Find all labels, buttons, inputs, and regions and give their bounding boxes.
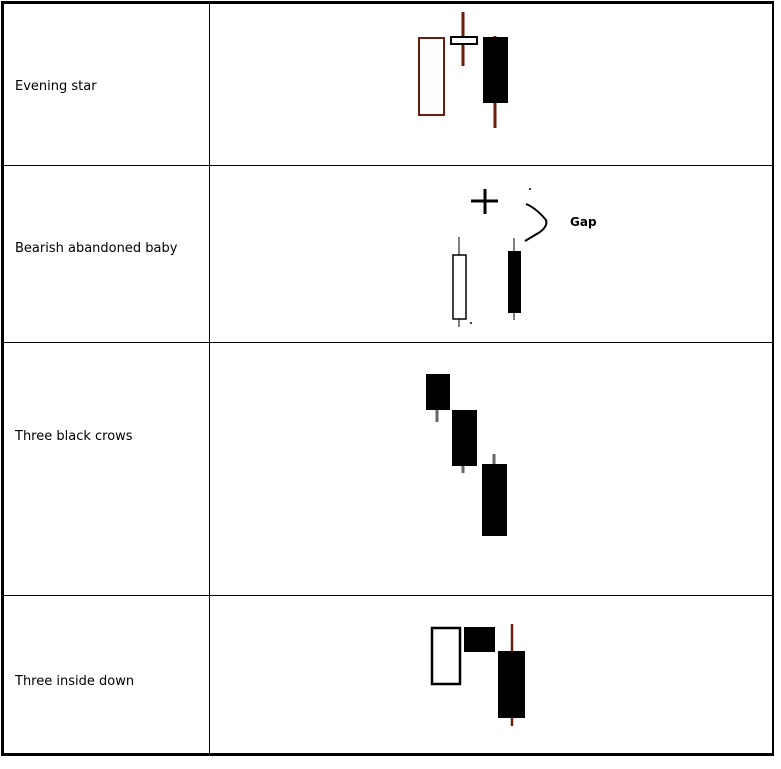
star-candle (450, 36, 478, 45)
bullish-candle (452, 254, 467, 320)
crow-3-candle (482, 464, 507, 536)
inside-bearish-candle (464, 627, 495, 652)
three-inside-down-pattern (430, 624, 525, 726)
crow-1-candle (426, 374, 450, 410)
gap-bracket (524, 203, 548, 242)
confirmation-candle (498, 651, 525, 718)
bullish-candle (430, 626, 462, 686)
table-row-bearish-abandoned-baby: Bearish abandoned baby (4, 166, 772, 343)
pattern-table: Evening star Bearish abandoned baby Thre… (1, 1, 774, 756)
column-divider (209, 4, 210, 753)
bearish-candle (483, 37, 508, 103)
pattern-label-three-inside-down: Three inside down (15, 674, 135, 689)
bearish-abandoned-baby-pattern: Gap (452, 188, 597, 327)
pattern-label-three-black-crows: Three black crows (15, 429, 133, 444)
table-row-three-black-crows: Three black crows (4, 343, 772, 596)
pattern-label-evening-star: Evening star (15, 79, 97, 94)
bullish-candle (418, 37, 445, 116)
three-black-crows-pattern (426, 374, 507, 536)
table-row-three-inside-down: Three inside down (4, 596, 772, 756)
pattern-label-bearish-abandoned-baby: Bearish abandoned baby (15, 241, 178, 256)
crow-2-candle (452, 410, 477, 466)
table-row-evening-star: Evening star (4, 4, 772, 166)
bearish-candle (508, 251, 521, 313)
gap-annotation: Gap (570, 215, 597, 229)
evening-star-pattern (418, 12, 508, 128)
